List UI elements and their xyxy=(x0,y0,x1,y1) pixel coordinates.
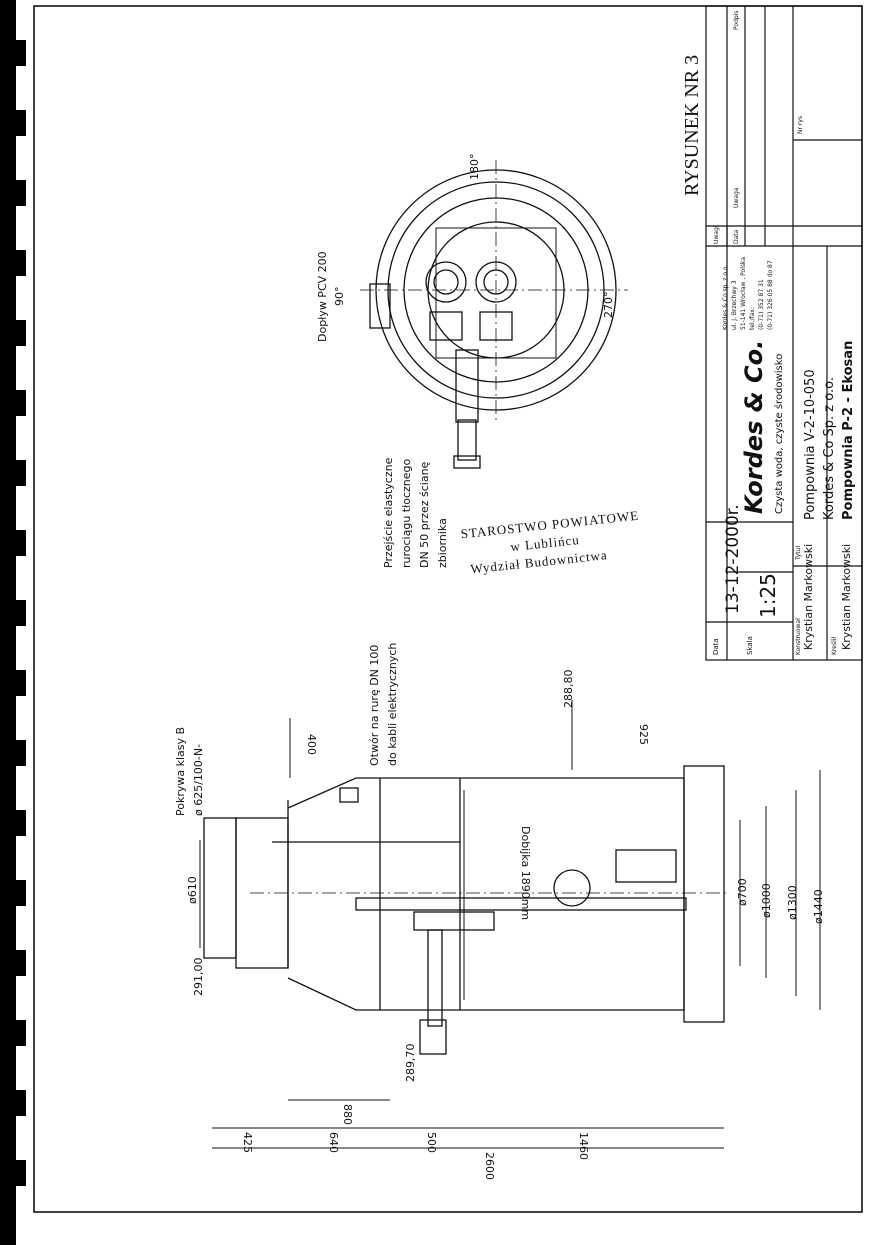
designer-label: Konstruował xyxy=(795,618,802,655)
discharge-pipe-plan xyxy=(455,349,479,423)
pump-right-icon xyxy=(475,261,517,341)
transition-line-4: zbiornika xyxy=(436,518,449,568)
revision-sign-label: Podpis xyxy=(733,11,740,31)
binding-edge xyxy=(0,0,26,1245)
company-logo: Kordes & Co. xyxy=(740,340,768,514)
elevation-outlet: 289,70 xyxy=(404,1044,417,1083)
angle-90: 90° xyxy=(333,287,346,307)
probe-label: Dobijka 1890mm xyxy=(519,826,532,920)
dim-925: 925 xyxy=(637,724,650,745)
company-slogan: Czysta woda, czyste środowisko xyxy=(773,354,785,514)
dim-700: ø700 xyxy=(736,878,749,906)
title-line-3: Pompownia P-2 - Ekosan xyxy=(841,341,856,520)
cover-line-2: ø 625/100-N- xyxy=(192,744,205,816)
title-block xyxy=(705,5,863,661)
hole-line-1: Otwór na rurę DN 100 xyxy=(368,645,381,766)
company-address-2: ul. J. Brzechwy 3 xyxy=(731,280,738,330)
dim-425: 425 xyxy=(241,1132,254,1153)
transition-line-2: rurociągu tłocznego xyxy=(400,458,413,568)
dimension-labels: 400 925 ø610 ø700 ø1000 ø1300 ø1440 880 … xyxy=(186,724,825,1180)
revision-note-label: Uwaga xyxy=(733,187,740,208)
date-label: Data xyxy=(712,638,720,655)
dim-610: ø610 xyxy=(186,876,199,904)
pump-left-icon xyxy=(425,261,467,341)
plan-view xyxy=(360,160,628,469)
section-view-labels: Pokrywa klasy B ø 625/100-N- Otwór na ru… xyxy=(174,643,575,1082)
dim-640: 640 xyxy=(327,1132,340,1153)
dim-1460: 1460 xyxy=(577,1132,590,1160)
plan-view-labels: Dopływ PCV 200 90° 180° 270° Przejście e… xyxy=(316,154,615,569)
manhole-cover-icon xyxy=(203,817,237,959)
revision-date-label: Data xyxy=(733,229,740,244)
drawing-number-label: Nr rys xyxy=(797,116,804,134)
office-stamp: STAROSTWO POWIATOWE w Lublińcu Wydział B… xyxy=(460,508,640,577)
company-phone-2: (0-71) 326 05 88 do 87 xyxy=(767,260,774,330)
inlet-pipe-plan xyxy=(369,283,391,329)
dim-500: 500 xyxy=(425,1132,438,1153)
transition-line-1: Przejście elastyczne xyxy=(382,457,395,568)
scale-label: Skala xyxy=(746,636,754,655)
company-address-3: 51-141 Wrocław , Polska xyxy=(740,257,747,330)
dim-1440: ø1440 xyxy=(812,889,825,924)
stamp-line-3: Wydział Budownictwa xyxy=(470,547,609,576)
cover-line-1: Pokrywa klasy B xyxy=(174,727,187,816)
dim-880: 880 xyxy=(341,1104,354,1125)
title-block-text: Data 13-12-2000r. Skala 1:25 Konstruował… xyxy=(712,11,856,656)
scale-value: 1:25 xyxy=(756,573,780,618)
company-phone-1: (0-71) 352 87 31 xyxy=(758,279,765,330)
elevation-top: 291,00 xyxy=(192,958,205,997)
dim-2600: 2600 xyxy=(483,1152,496,1180)
drafter-label: Kreślił xyxy=(831,637,838,655)
revisions-label: Uwagi xyxy=(713,225,720,244)
section-view xyxy=(203,765,730,1055)
hole-line-2: do kabli elektrycznych xyxy=(386,643,399,766)
title-line-2: Kordes & Co Sp. z o.o. xyxy=(822,377,837,520)
angle-180: 180° xyxy=(468,154,481,181)
dim-1000: ø1000 xyxy=(760,883,773,918)
elevation-inlet: 288,80 xyxy=(562,670,575,709)
dimension-lines xyxy=(199,700,821,1149)
title-label: Tytuł xyxy=(795,546,802,561)
title-line-1: Pompownia V-2-10-050 xyxy=(803,369,818,520)
date-value: 13-12-2000r. xyxy=(723,504,743,614)
angle-270: 270° xyxy=(602,292,615,319)
dim-1300: ø1300 xyxy=(786,885,799,920)
drafter-name: Krystian Markowski xyxy=(840,544,853,650)
drawing-title: RYSUNEK NR 3 xyxy=(681,55,703,196)
stamp-line-2: w Lublińcu xyxy=(510,532,581,554)
company-address-4: tel./fax: xyxy=(749,307,756,330)
company-address-1: Kordes & Co sp. z o.o. xyxy=(722,265,729,330)
designer-name: Krystian Markowski xyxy=(802,544,815,650)
inlet-label: Dopływ PCV 200 xyxy=(316,251,329,342)
dim-400: 400 xyxy=(305,734,318,755)
transition-line-3: DN 50 przez ścianę xyxy=(418,461,431,568)
